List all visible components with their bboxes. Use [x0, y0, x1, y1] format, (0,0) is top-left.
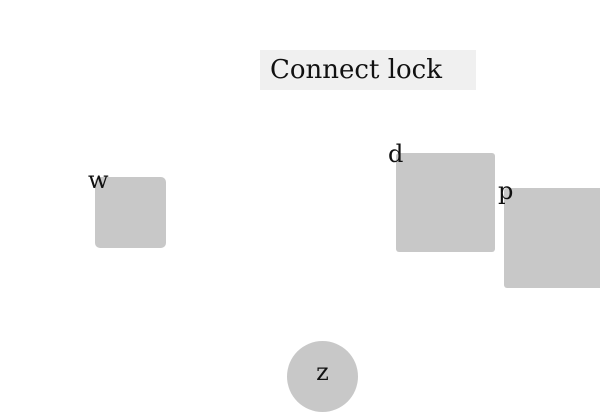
node-d[interactable] — [396, 153, 495, 252]
node-w-label: w — [88, 166, 109, 194]
node-z-label: z — [316, 357, 329, 386]
page-title-text: Connect lock — [270, 55, 442, 85]
page-title: Connect lock — [260, 50, 476, 90]
node-p[interactable] — [504, 188, 600, 288]
node-p-label: p — [498, 177, 514, 205]
node-z[interactable]: z — [287, 341, 358, 412]
node-d-label: d — [388, 140, 404, 168]
node-w[interactable] — [95, 177, 166, 248]
